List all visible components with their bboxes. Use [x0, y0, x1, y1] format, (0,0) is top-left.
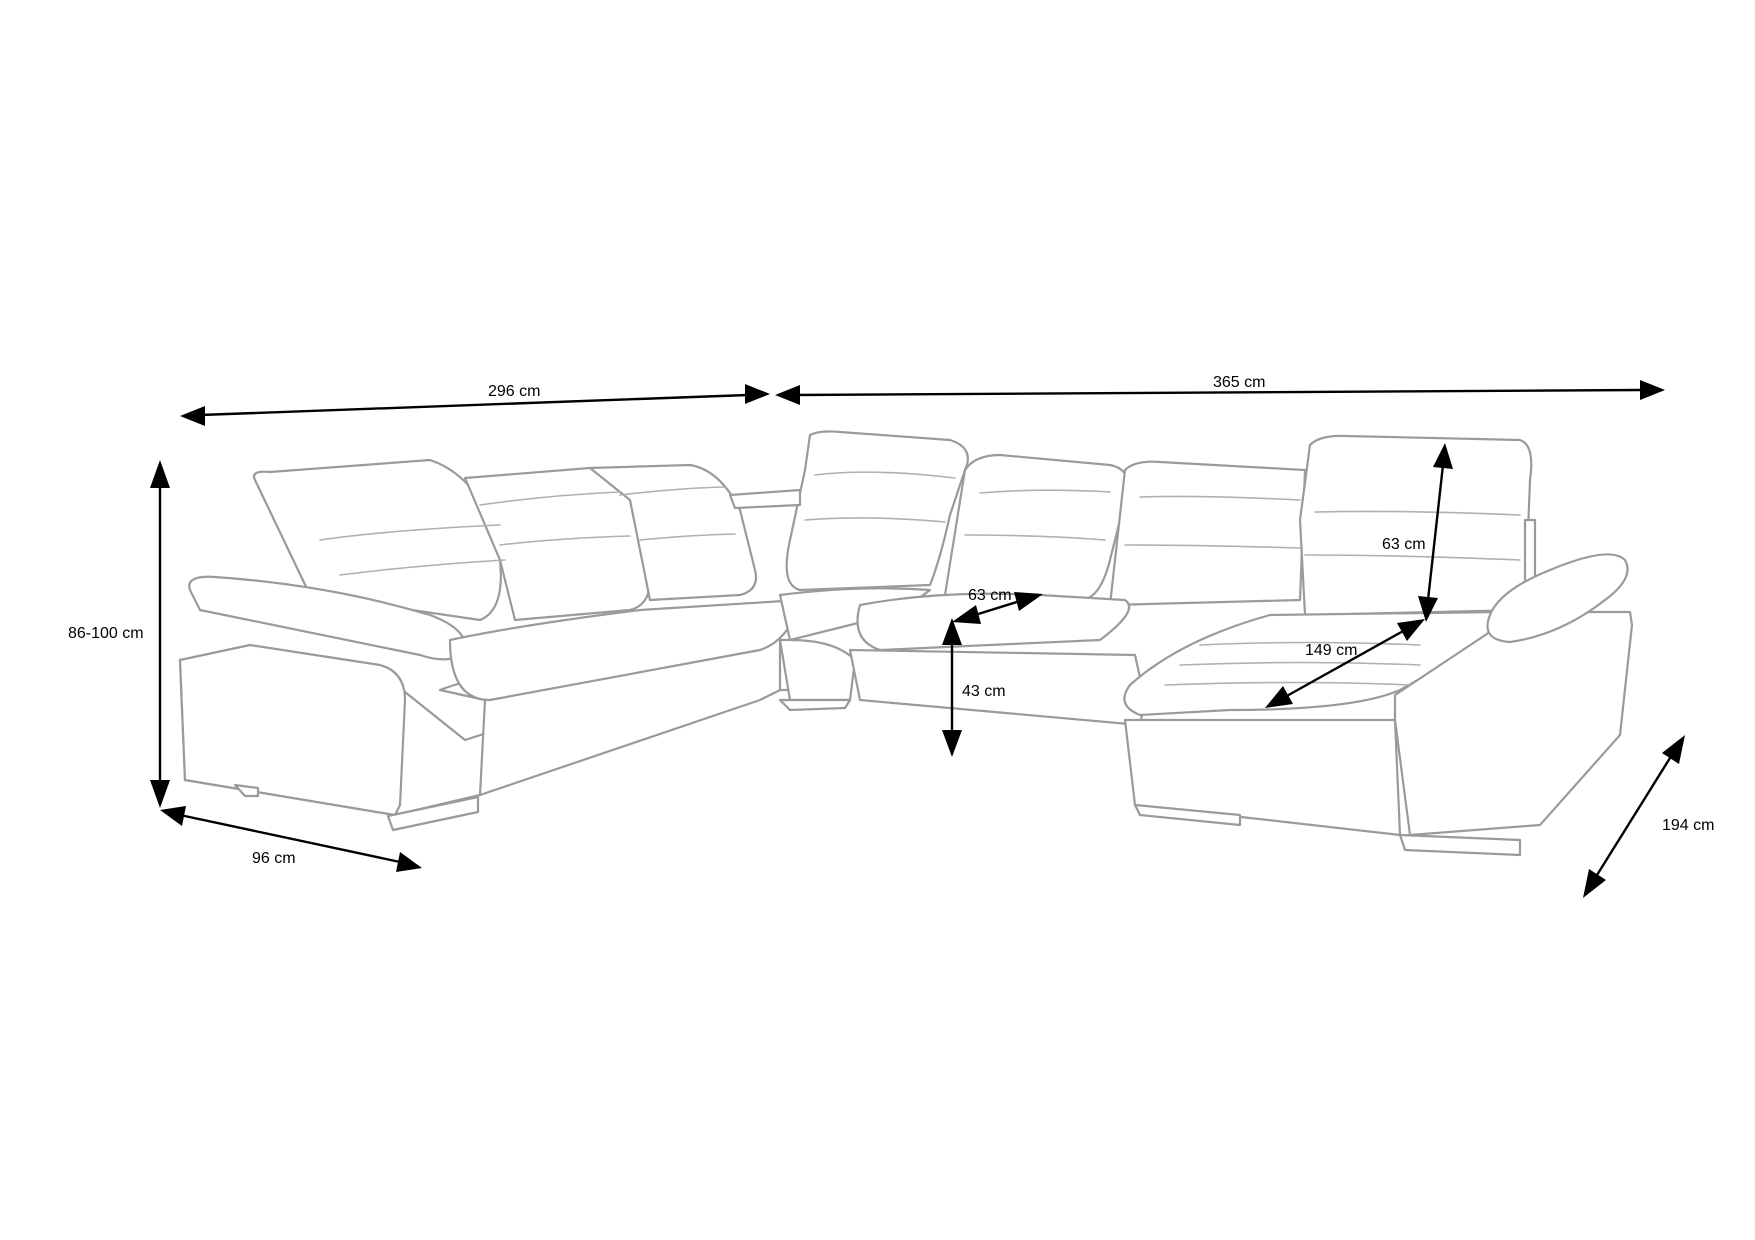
foot-left-1: [233, 783, 260, 798]
dim-height: [150, 460, 170, 808]
right-seat-cushion: [856, 592, 1131, 652]
corner-front: [778, 638, 857, 702]
left-arm-front: [178, 643, 407, 817]
label-seat-height: 43 cm: [962, 683, 1006, 700]
label-headrest: 63 cm: [1382, 536, 1426, 553]
dim-width-right: [775, 380, 1665, 405]
label-seat-depth: 63 cm: [968, 587, 1012, 604]
right-back-1: [943, 453, 1129, 602]
foot-corner: [778, 698, 852, 712]
label-width-left: 296 cm: [488, 383, 540, 400]
side-table: [728, 488, 802, 510]
cushion-seams: [319, 471, 1521, 686]
foot-chaise-1: [1133, 803, 1242, 827]
dim-depth-left: [160, 806, 422, 872]
right-armrest: [1486, 553, 1629, 644]
label-depth-left: 96 cm: [252, 850, 296, 867]
dim-depth-right: [1583, 735, 1685, 898]
dim-headrest: [1418, 443, 1453, 622]
chaise-back: [1298, 434, 1533, 617]
left-back-1: [252, 458, 502, 622]
dimension-labels: 296 cm 365 cm 86-100 cm 96 cm 194 cm 63 …: [68, 374, 1714, 867]
dimension-lines: [150, 380, 1685, 898]
dim-seat-depth: [952, 592, 1043, 624]
left-armrest: [188, 575, 467, 661]
dim-chaise-length: [1265, 619, 1425, 708]
foot-chaise-2: [1398, 833, 1522, 857]
right-back-2: [1108, 460, 1307, 607]
dim-seat-height: [942, 618, 962, 757]
sofa-outline: [178, 430, 1634, 857]
left-back-3: [588, 463, 758, 602]
label-width-right: 365 cm: [1213, 374, 1265, 391]
foot-left-2: [386, 795, 480, 832]
label-chaise-length: 149 cm: [1305, 642, 1357, 659]
label-height: 86-100 cm: [68, 625, 144, 642]
dim-width-left: [180, 384, 770, 426]
label-depth-right: 194 cm: [1662, 817, 1714, 834]
corner-back: [785, 430, 969, 592]
